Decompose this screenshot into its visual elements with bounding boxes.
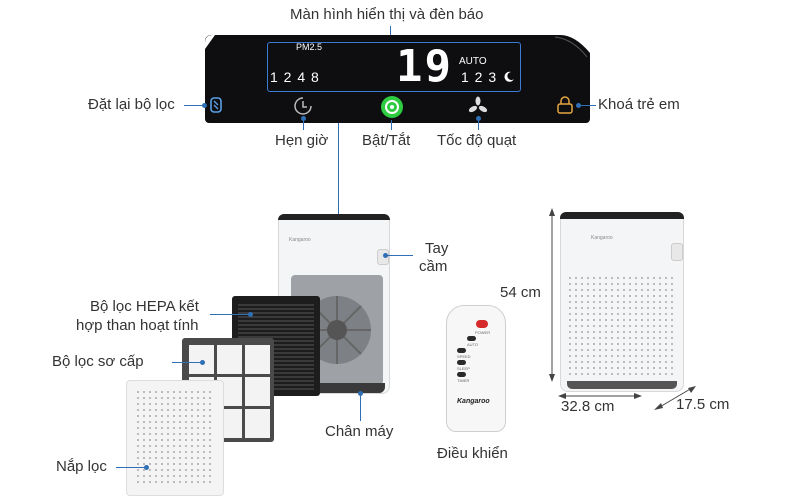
- fan-speed-label: Tốc độ quạt: [437, 132, 517, 149]
- handle-leader-dot: [383, 253, 388, 258]
- body-top-cap: [278, 214, 390, 220]
- power-icon[interactable]: [380, 95, 404, 119]
- cover-grille: [135, 389, 215, 487]
- remote-sleep-button[interactable]: [457, 360, 466, 365]
- hepa-label-2: hợp than hoạt tính: [76, 317, 199, 334]
- remote-timer-text: TIMER: [457, 378, 470, 383]
- base-leader: [360, 393, 361, 421]
- dimension-lines: [549, 208, 696, 410]
- purifier-front: Kangaroo: [560, 212, 684, 392]
- timer-leader-dot: [301, 116, 306, 121]
- prefilter-leader: [172, 362, 202, 363]
- fan-leader: [478, 118, 479, 130]
- timer-levels: 1 2 4 8: [270, 69, 320, 85]
- depth-label: 17.5 cm: [676, 396, 730, 413]
- height-label: 54 cm: [500, 284, 541, 301]
- timer-leader: [303, 118, 304, 130]
- mode-label: AUTO: [459, 56, 487, 67]
- remote-brand: Kangaroo: [457, 398, 490, 405]
- remote-label: Điều khiển: [437, 445, 508, 462]
- prefilter-label: Bộ lọc sơ cấp: [52, 353, 144, 370]
- remote-power-button[interactable]: [476, 320, 488, 328]
- remote-control: POWER AUTO SPEED SLEEP TIMER Kangaroo: [446, 305, 506, 432]
- hepa-label-1: Bộ lọc HEPA kết: [90, 298, 199, 315]
- timer-label: Hẹn giờ: [275, 132, 329, 149]
- cover-leader: [116, 467, 146, 468]
- remote-speed-button[interactable]: [457, 348, 466, 353]
- remote-power-text: POWER: [475, 330, 491, 335]
- panel-device-connector: [338, 123, 339, 215]
- base-leader-dot: [358, 391, 363, 396]
- front-grille: [567, 275, 677, 379]
- fan-leader-dot: [476, 116, 481, 121]
- lock-leader-dot: [576, 103, 581, 108]
- remote-auto-button[interactable]: [467, 336, 476, 341]
- fan-icon[interactable]: [468, 96, 488, 116]
- moon-icon: [504, 71, 514, 82]
- remote-auto-text: AUTO: [467, 342, 479, 347]
- reset-filter-icon[interactable]: [207, 96, 225, 114]
- front-top-cap: [560, 212, 684, 219]
- front-base: [567, 381, 677, 389]
- speed-levels: 1 2 3: [461, 69, 498, 85]
- hepa-leader-dot: [248, 312, 253, 317]
- front-handle: [671, 243, 683, 261]
- display-label: Màn hình hiển thị và đèn báo: [290, 6, 484, 23]
- cover-label: Nắp lọc: [56, 458, 107, 475]
- pm-label: PM2.5: [296, 42, 323, 52]
- handle-label-2: cầm: [419, 258, 448, 275]
- display-screen: PM2.5 1 2 4 8 19 AUTO 1 2 3: [267, 41, 521, 92]
- remote-sleep-text: SLEEP: [457, 366, 470, 371]
- reset-leader-dot: [202, 103, 207, 108]
- remote-speed-text: SPEED: [457, 354, 471, 359]
- filter-cover: [126, 380, 224, 496]
- child-lock-label: Khoá trẻ em: [598, 96, 680, 113]
- reset-leader: [184, 105, 204, 106]
- hepa-leader: [210, 314, 250, 315]
- panel-corners: [205, 35, 590, 58]
- fan-blades: [303, 296, 371, 364]
- power-label: Bật/Tắt: [362, 132, 411, 149]
- power-leader: [391, 120, 392, 130]
- timer-icon[interactable]: [293, 96, 313, 116]
- display-leader: [390, 26, 391, 42]
- prefilter-leader-dot: [200, 360, 205, 365]
- handle-leader: [385, 255, 413, 256]
- body-brand: Kangaroo: [289, 237, 311, 243]
- width-label: 32.8 cm: [561, 398, 615, 415]
- handle-label-1: Tay: [425, 240, 449, 257]
- remote-timer-button[interactable]: [457, 372, 466, 377]
- cover-leader-dot: [144, 465, 149, 470]
- lock-icon[interactable]: [556, 96, 574, 114]
- front-brand: Kangaroo: [591, 235, 613, 241]
- base-label: Chân máy: [325, 423, 394, 440]
- body-base: [283, 383, 385, 393]
- pm-value: 19: [396, 41, 453, 92]
- reset-filter-label: Đặt lại bộ lọc: [88, 96, 175, 113]
- lock-leader: [578, 105, 596, 106]
